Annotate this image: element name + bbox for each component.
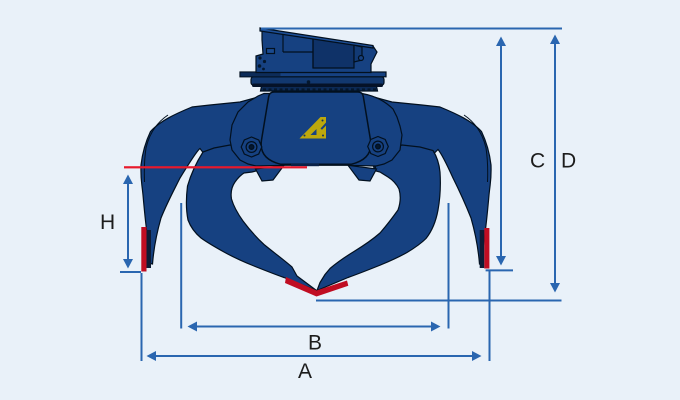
svg-text:H: H [100, 211, 115, 234]
svg-text:D: D [561, 150, 576, 173]
svg-text:C: C [530, 150, 545, 173]
svg-text:A: A [298, 360, 312, 383]
svg-text:B: B [308, 332, 322, 355]
